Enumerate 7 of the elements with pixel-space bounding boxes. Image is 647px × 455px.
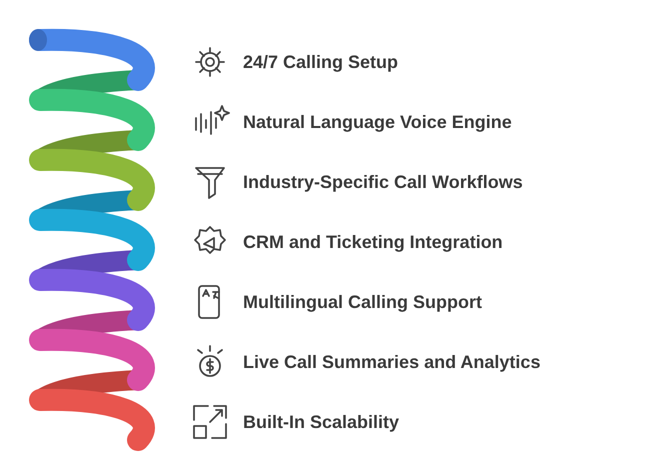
feature-label: Natural Language Voice Engine <box>243 111 512 133</box>
feature-label: CRM and Ticketing Integration <box>243 231 503 253</box>
feature-label: Industry-Specific Call Workflows <box>243 171 523 193</box>
feature-label: Multilingual Calling Support <box>243 291 482 313</box>
feature-label: Built-In Scalability <box>243 411 400 433</box>
feature-label: 24/7 Calling Setup <box>243 51 398 73</box>
feature-label: Live Call Summaries and Analytics <box>243 351 540 373</box>
